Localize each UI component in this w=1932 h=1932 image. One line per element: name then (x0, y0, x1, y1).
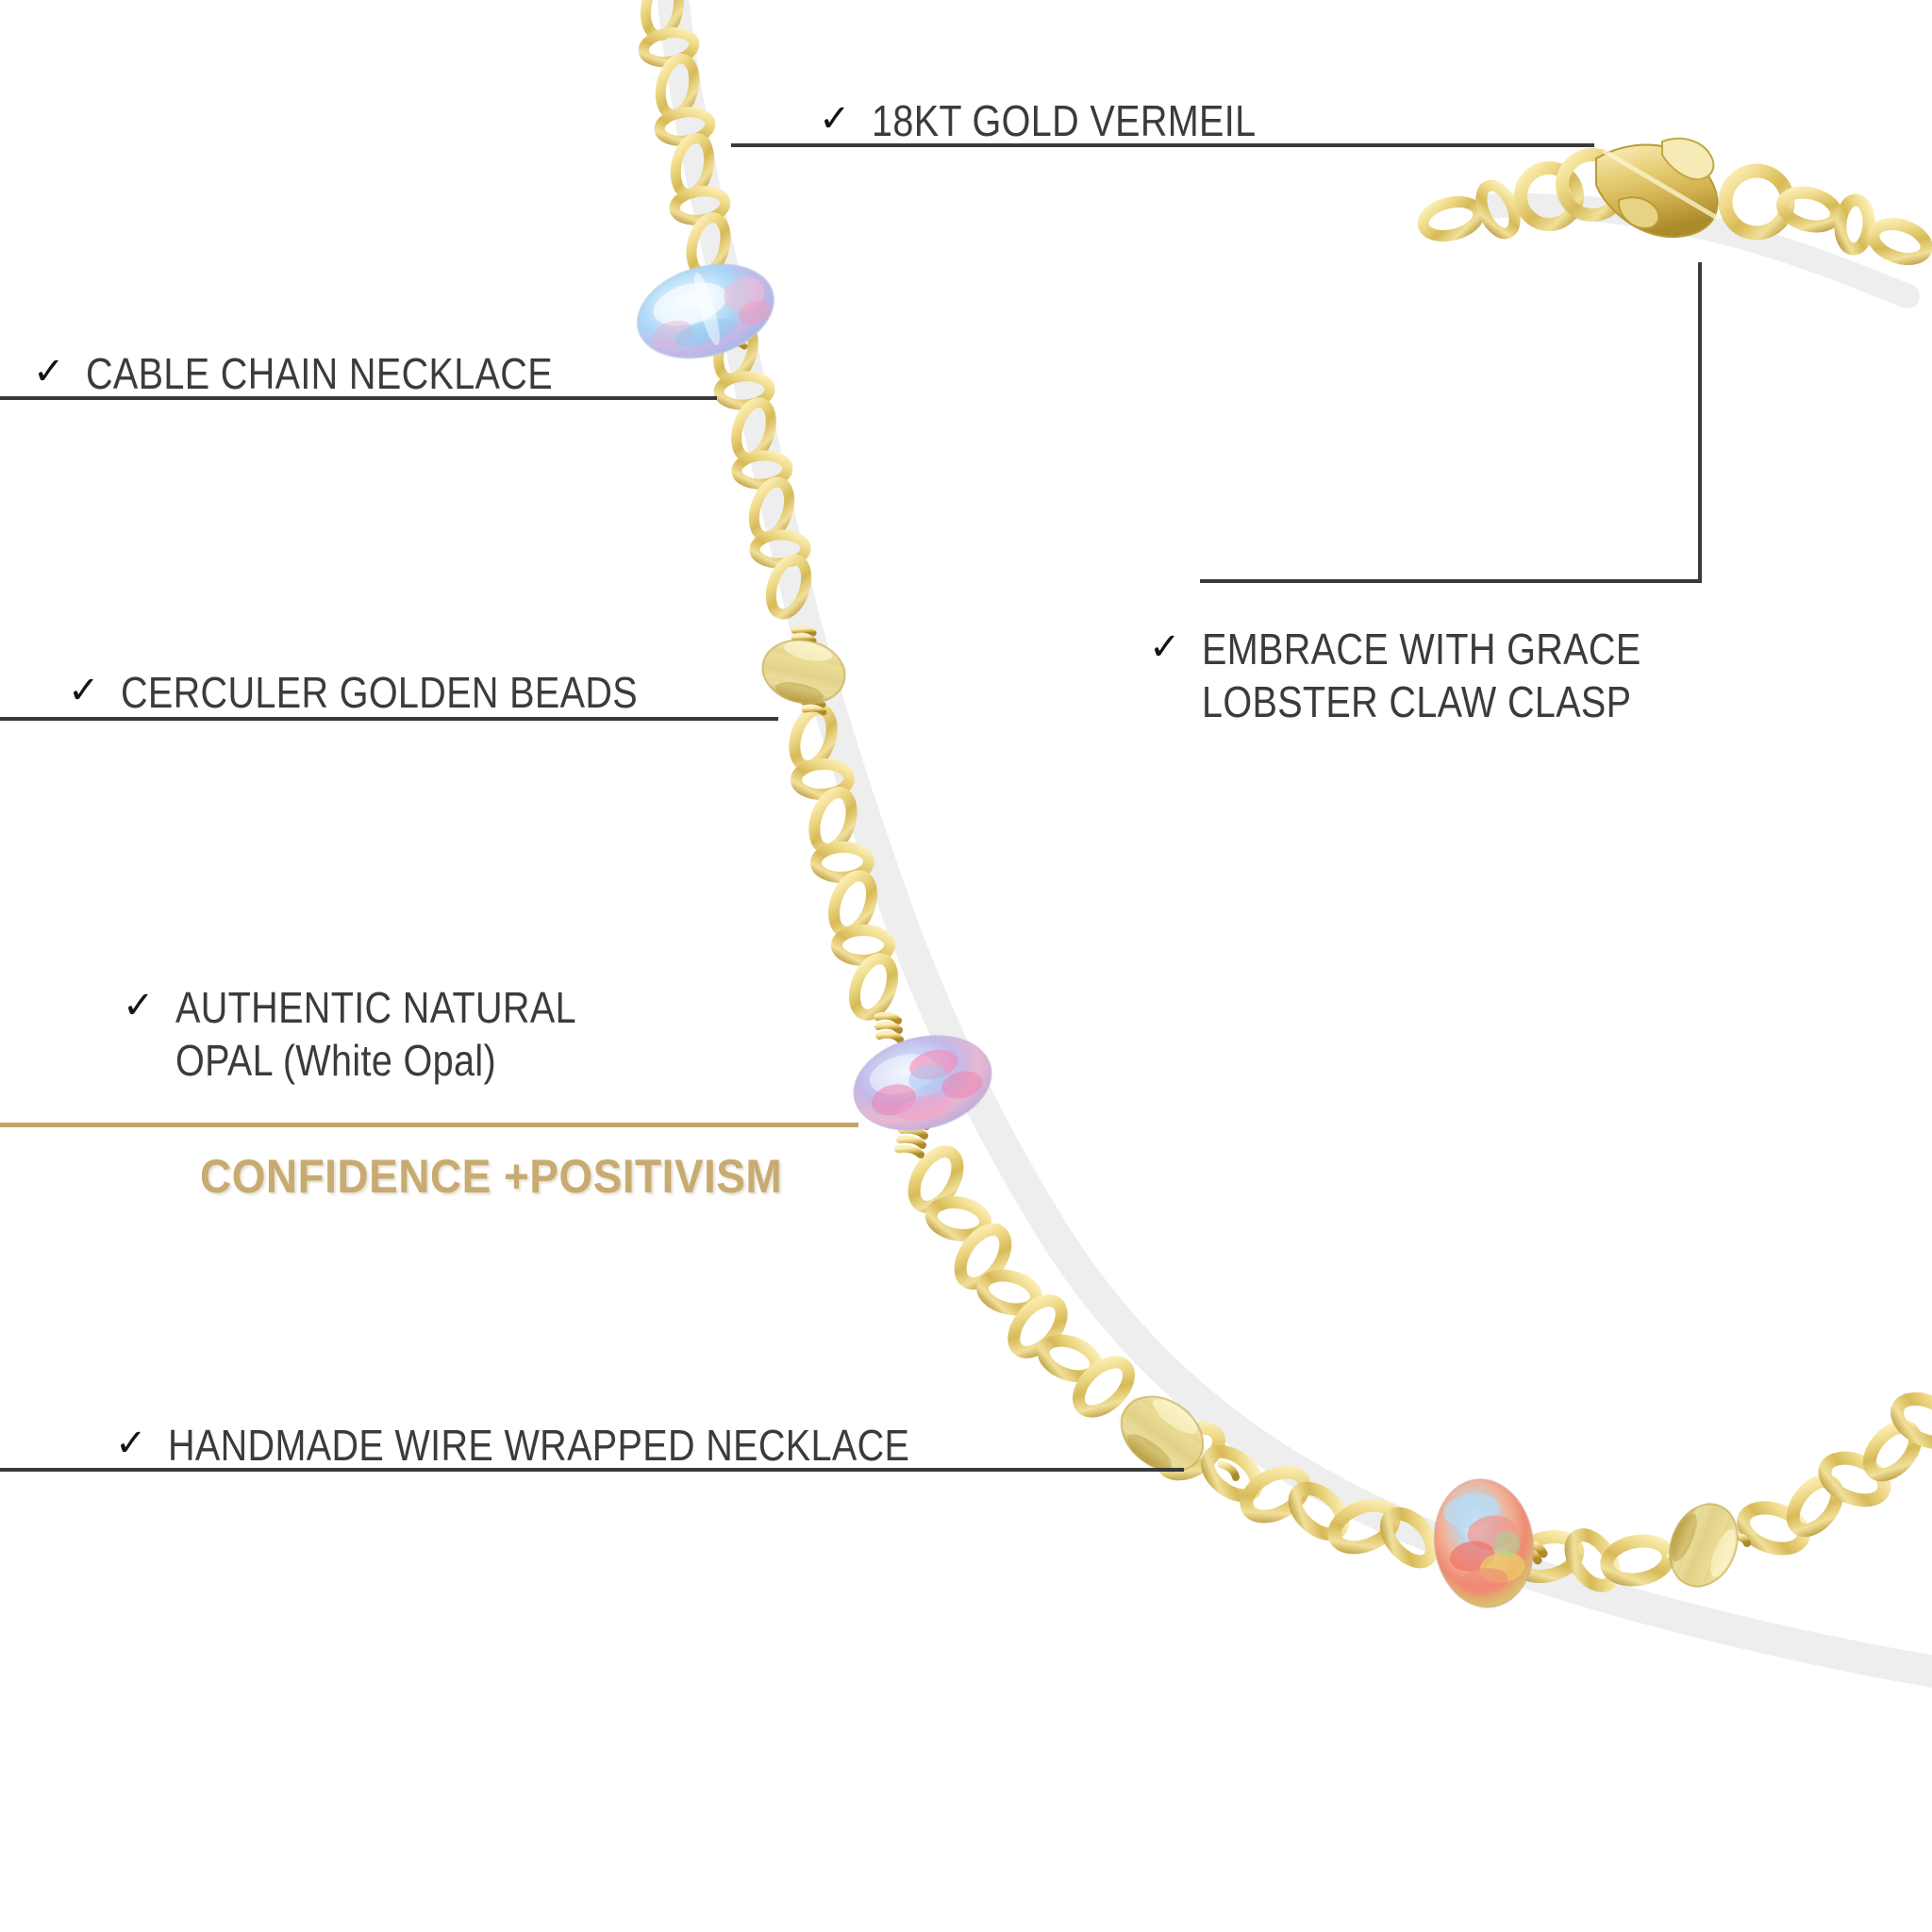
leader-line-clasp-horizontal (1200, 579, 1702, 583)
feature-label-gold-vermeil: 18KT GOLD VERMEIL (871, 96, 1256, 145)
opal-bead-3 (1433, 1478, 1535, 1608)
check-icon: ✓ (1149, 625, 1181, 669)
tagline: CONFIDENCE +POSITIVISM (200, 1150, 783, 1203)
check-icon: ✓ (68, 669, 100, 712)
feature-label-natural-opal-line1: AUTHENTIC NATURAL (175, 983, 576, 1032)
feature-label-cable-chain: CABLE CHAIN NECKLACE (85, 349, 553, 398)
leader-line-handmade (0, 1468, 1184, 1472)
feature-natural-opal: ✓ AUTHENTIC NATURAL OPAL (White Opal) (123, 981, 641, 1087)
check-icon: ✓ (33, 350, 65, 393)
feature-label-handmade-wire-wrapped: HANDMADE WIRE WRAPPED NECKLACE (167, 1421, 909, 1470)
feature-lobster-clasp: ✓ EMBRACE WITH GRACE LOBSTER CLAW CLASP (1149, 623, 1712, 728)
wire-wraps (709, 266, 1751, 1568)
feature-cable-chain: ✓ CABLE CHAIN NECKLACE (33, 347, 628, 400)
golden-bead-1 (760, 639, 847, 705)
feature-gold-vermeil: ✓ 18KT GOLD VERMEIL (819, 94, 1318, 147)
leader-line-natural-opal (0, 1123, 858, 1127)
leader-line-cable-chain (0, 396, 717, 400)
lobster-claw-clasp (1417, 137, 1932, 265)
feature-label-lobster-clasp: EMBRACE WITH GRACE LOBSTER CLAW CLASP (1202, 623, 1641, 728)
feature-golden-beads: ✓ CERCULER GOLDEN BEADS (68, 666, 722, 719)
golden-bead-3 (1669, 1501, 1739, 1590)
check-icon: ✓ (123, 984, 155, 1027)
feature-label-golden-beads: CERCULER GOLDEN BEADS (120, 668, 638, 717)
check-icon: ✓ (115, 1422, 147, 1465)
feature-label-natural-opal-line2: OPAL (White Opal) (175, 1036, 496, 1086)
check-icon: ✓ (819, 97, 851, 141)
feature-label-lobster-clasp-line1: EMBRACE WITH GRACE (1201, 625, 1641, 674)
opal-bead-1 (636, 263, 775, 359)
feature-label-lobster-clasp-line2: LOBSTER CLAW CLASP (1201, 677, 1631, 727)
leader-line-gold-vermeil (731, 143, 1594, 147)
leader-line-clasp-vertical (1698, 262, 1702, 583)
opal-bead-2 (853, 1035, 992, 1131)
cable-chain (638, 0, 1932, 1592)
leader-line-golden-beads (0, 717, 778, 721)
feature-label-natural-opal: AUTHENTIC NATURAL OPAL (White Opal) (175, 981, 576, 1087)
feature-handmade-wire-wrapped: ✓ HANDMADE WIRE WRAPPED NECKLACE (115, 1419, 1030, 1472)
